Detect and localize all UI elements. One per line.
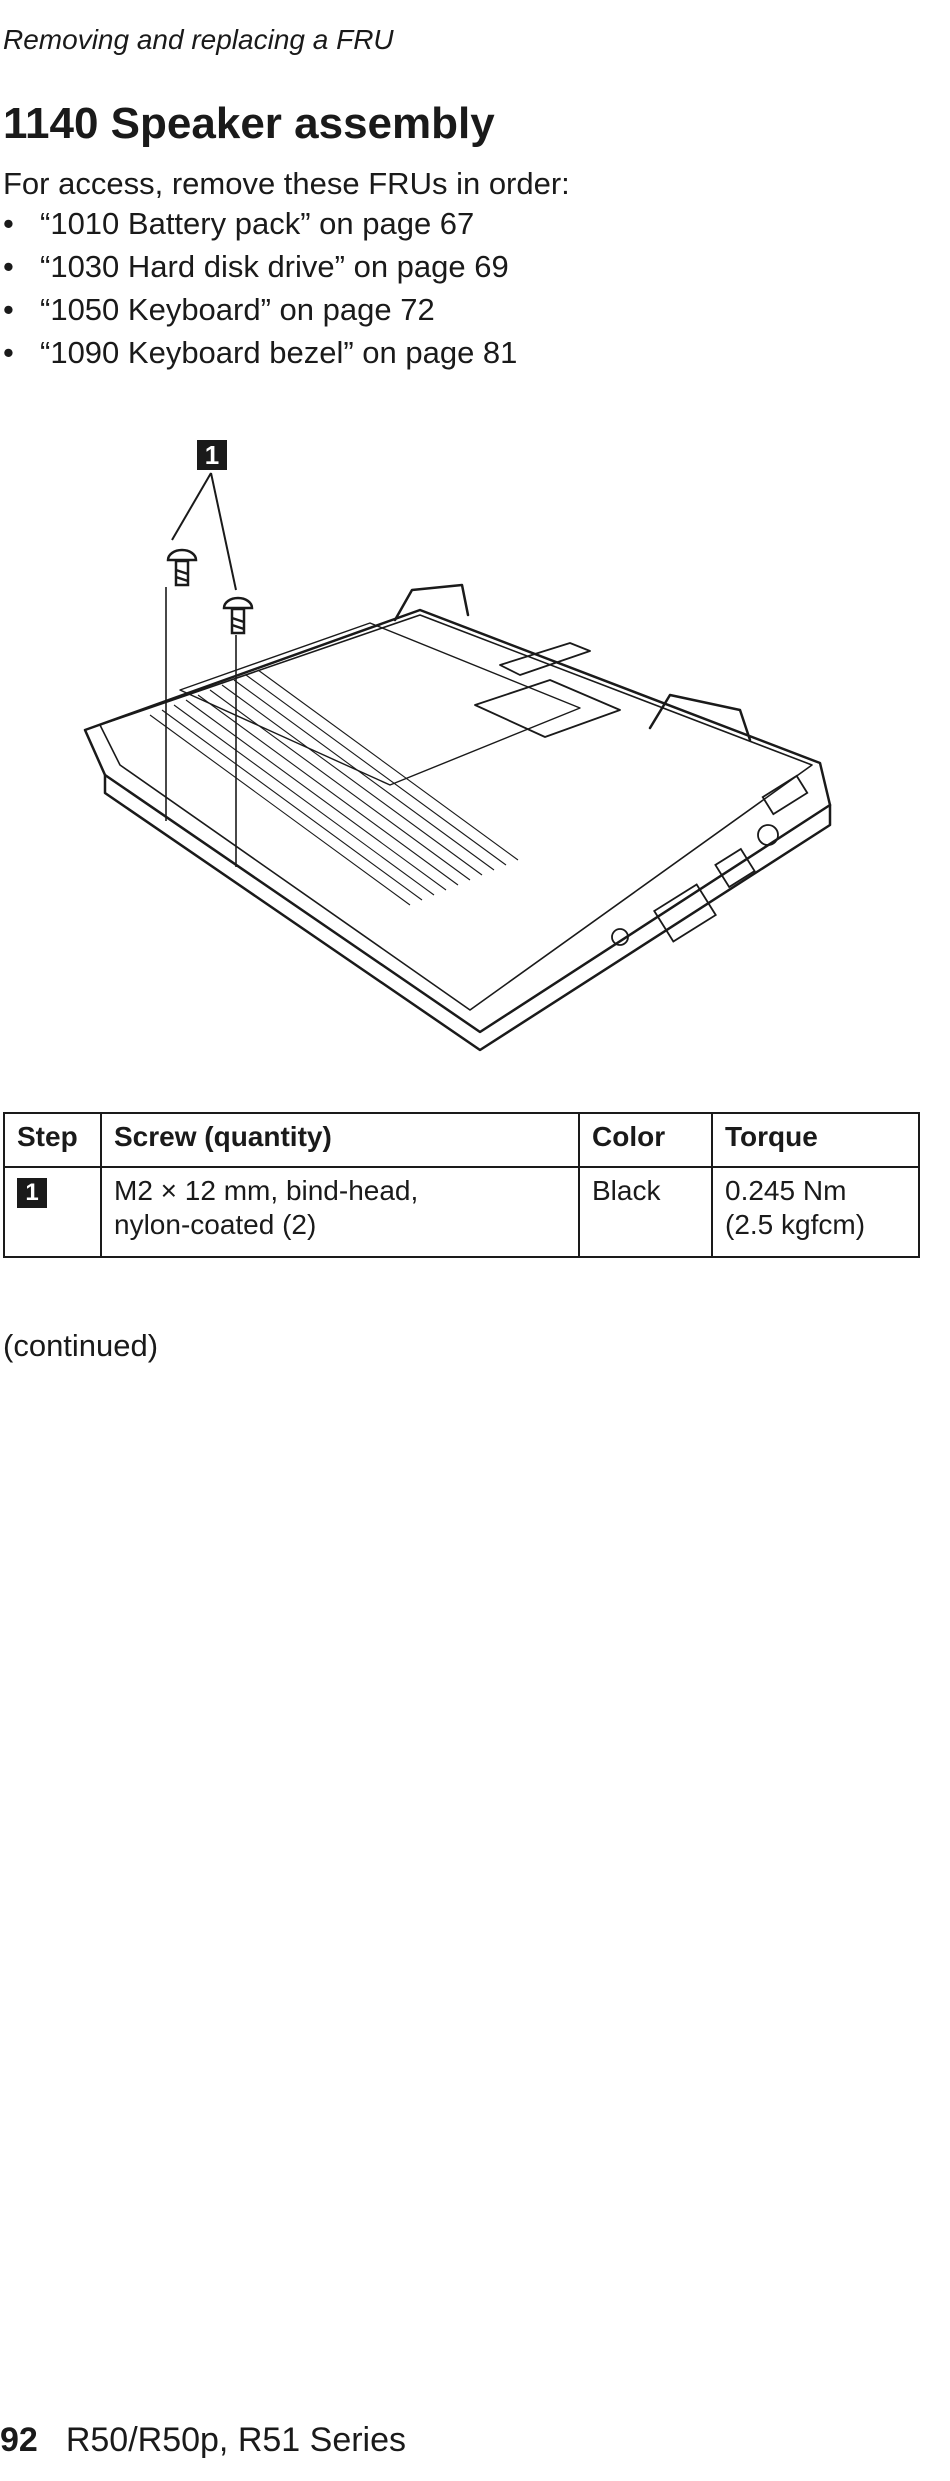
- cell-screw: M2 × 12 mm, bind-head, nylon-coated (2): [100, 1166, 580, 1258]
- laptop-base-outline: [83, 608, 832, 1034]
- continued-note: (continued): [3, 1328, 159, 1363]
- screw-right: [222, 596, 254, 635]
- section-title: 1140 Speaker assembly: [3, 99, 495, 148]
- screw-left: [166, 548, 198, 587]
- laptop-base-rim: [99, 614, 813, 1011]
- column-header-torque: Torque: [711, 1112, 920, 1168]
- rear-latch: [648, 693, 752, 742]
- cell-color: Black: [578, 1166, 713, 1258]
- rear-bump: [393, 583, 470, 622]
- table-row: 1 M2 × 12 mm, bind-head, nylon-coated (2…: [3, 1166, 920, 1258]
- callout-badge: [197, 440, 227, 470]
- laptop-base-edge: [103, 773, 832, 1052]
- memory-door: [474, 679, 621, 738]
- prerequisite-fru-list: • “1010 Battery pack” on page 67 • “1030 H…: [0, 204, 517, 376]
- dock-connector: [499, 642, 591, 676]
- page-footer: 92 R50/R50p, R51 Series: [0, 2418, 406, 2462]
- list-item-text: “1050 Keyboard” on page 72: [40, 292, 435, 327]
- screw-leader-lines: [165, 587, 237, 867]
- side-ports: [611, 774, 809, 946]
- series-name: R50/R50p, R51 Series: [65, 2421, 407, 2459]
- running-head: Removing and replacing a FRU: [3, 24, 394, 55]
- access-intro: For access, remove these FRUs in order:: [3, 166, 570, 201]
- bullet-glyph: •: [3, 249, 14, 284]
- cell-torque: 0.245 Nm (2.5 kgfcm): [711, 1166, 920, 1258]
- list-item-text: “1010 Battery pack” on page 67: [40, 206, 475, 241]
- table-header-row: Step Screw (quantity) Color Torque: [3, 1112, 920, 1168]
- bullet-glyph: •: [3, 335, 14, 370]
- speaker-panel: [179, 622, 581, 786]
- list-item: • “1090 Keyboard bezel” on page 81: [0, 333, 517, 376]
- page-number: 92: [0, 2421, 38, 2459]
- laptop-bottom-illustration: 1: [83, 440, 832, 1052]
- column-header-color: Color: [578, 1112, 713, 1168]
- callout-label: 1: [205, 440, 219, 470]
- bullet-glyph: •: [3, 206, 14, 241]
- callout-lines: [171, 472, 237, 591]
- vent-hatching: [149, 669, 519, 906]
- column-header-screw: Screw (quantity): [100, 1112, 580, 1168]
- list-item: • “1030 Hard disk drive” on page 69: [0, 247, 517, 290]
- column-header-step: Step: [3, 1112, 102, 1168]
- cell-step: 1: [3, 1166, 102, 1258]
- list-item-text: “1090 Keyboard bezel” on page 81: [40, 335, 518, 370]
- screw-table: Step Screw (quantity) Color Torque 1 M2 …: [3, 1112, 920, 1258]
- list-item: • “1050 Keyboard” on page 72: [0, 290, 517, 333]
- bullet-glyph: •: [3, 292, 14, 327]
- step-badge: 1: [17, 1178, 47, 1208]
- list-item-text: “1030 Hard disk drive” on page 69: [40, 249, 509, 284]
- list-item: • “1010 Battery pack” on page 67: [0, 204, 517, 247]
